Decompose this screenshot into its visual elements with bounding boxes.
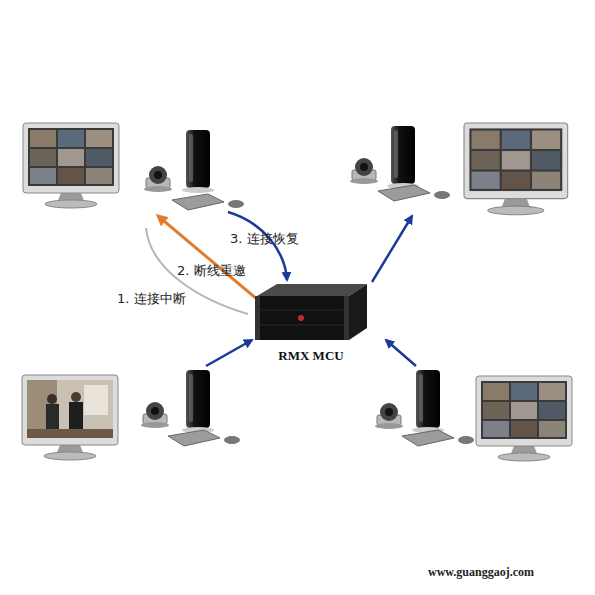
mcu-box: RMX MCU (253, 282, 369, 344)
chassis-part (344, 296, 349, 340)
chassis-part (257, 284, 367, 296)
link-arrow (372, 216, 412, 282)
chassis-part (261, 325, 343, 326)
watermark: www.guanggaoj.com (428, 565, 534, 580)
endpoint-bottom-right (375, 370, 572, 461)
endpoint-top-left (23, 123, 244, 210)
chassis-part (255, 296, 260, 340)
step-label: 2. 断线重邀 (177, 262, 246, 280)
chassis-part (349, 284, 367, 340)
link-arrow (206, 340, 252, 366)
step-label: 3. 连接恢复 (230, 230, 299, 248)
reinvite-arrow (158, 216, 258, 300)
chassis-part (261, 310, 343, 311)
device-label: RMX MCU (233, 348, 389, 364)
chassis-part (298, 315, 304, 321)
endpoint-top-right (350, 123, 568, 215)
endpoint-bottom-left (22, 370, 240, 460)
mcu-chassis (253, 282, 369, 344)
link-arrow (386, 340, 416, 366)
chassis-part (255, 296, 349, 340)
step-label: 1. 连接中断 (117, 290, 186, 308)
